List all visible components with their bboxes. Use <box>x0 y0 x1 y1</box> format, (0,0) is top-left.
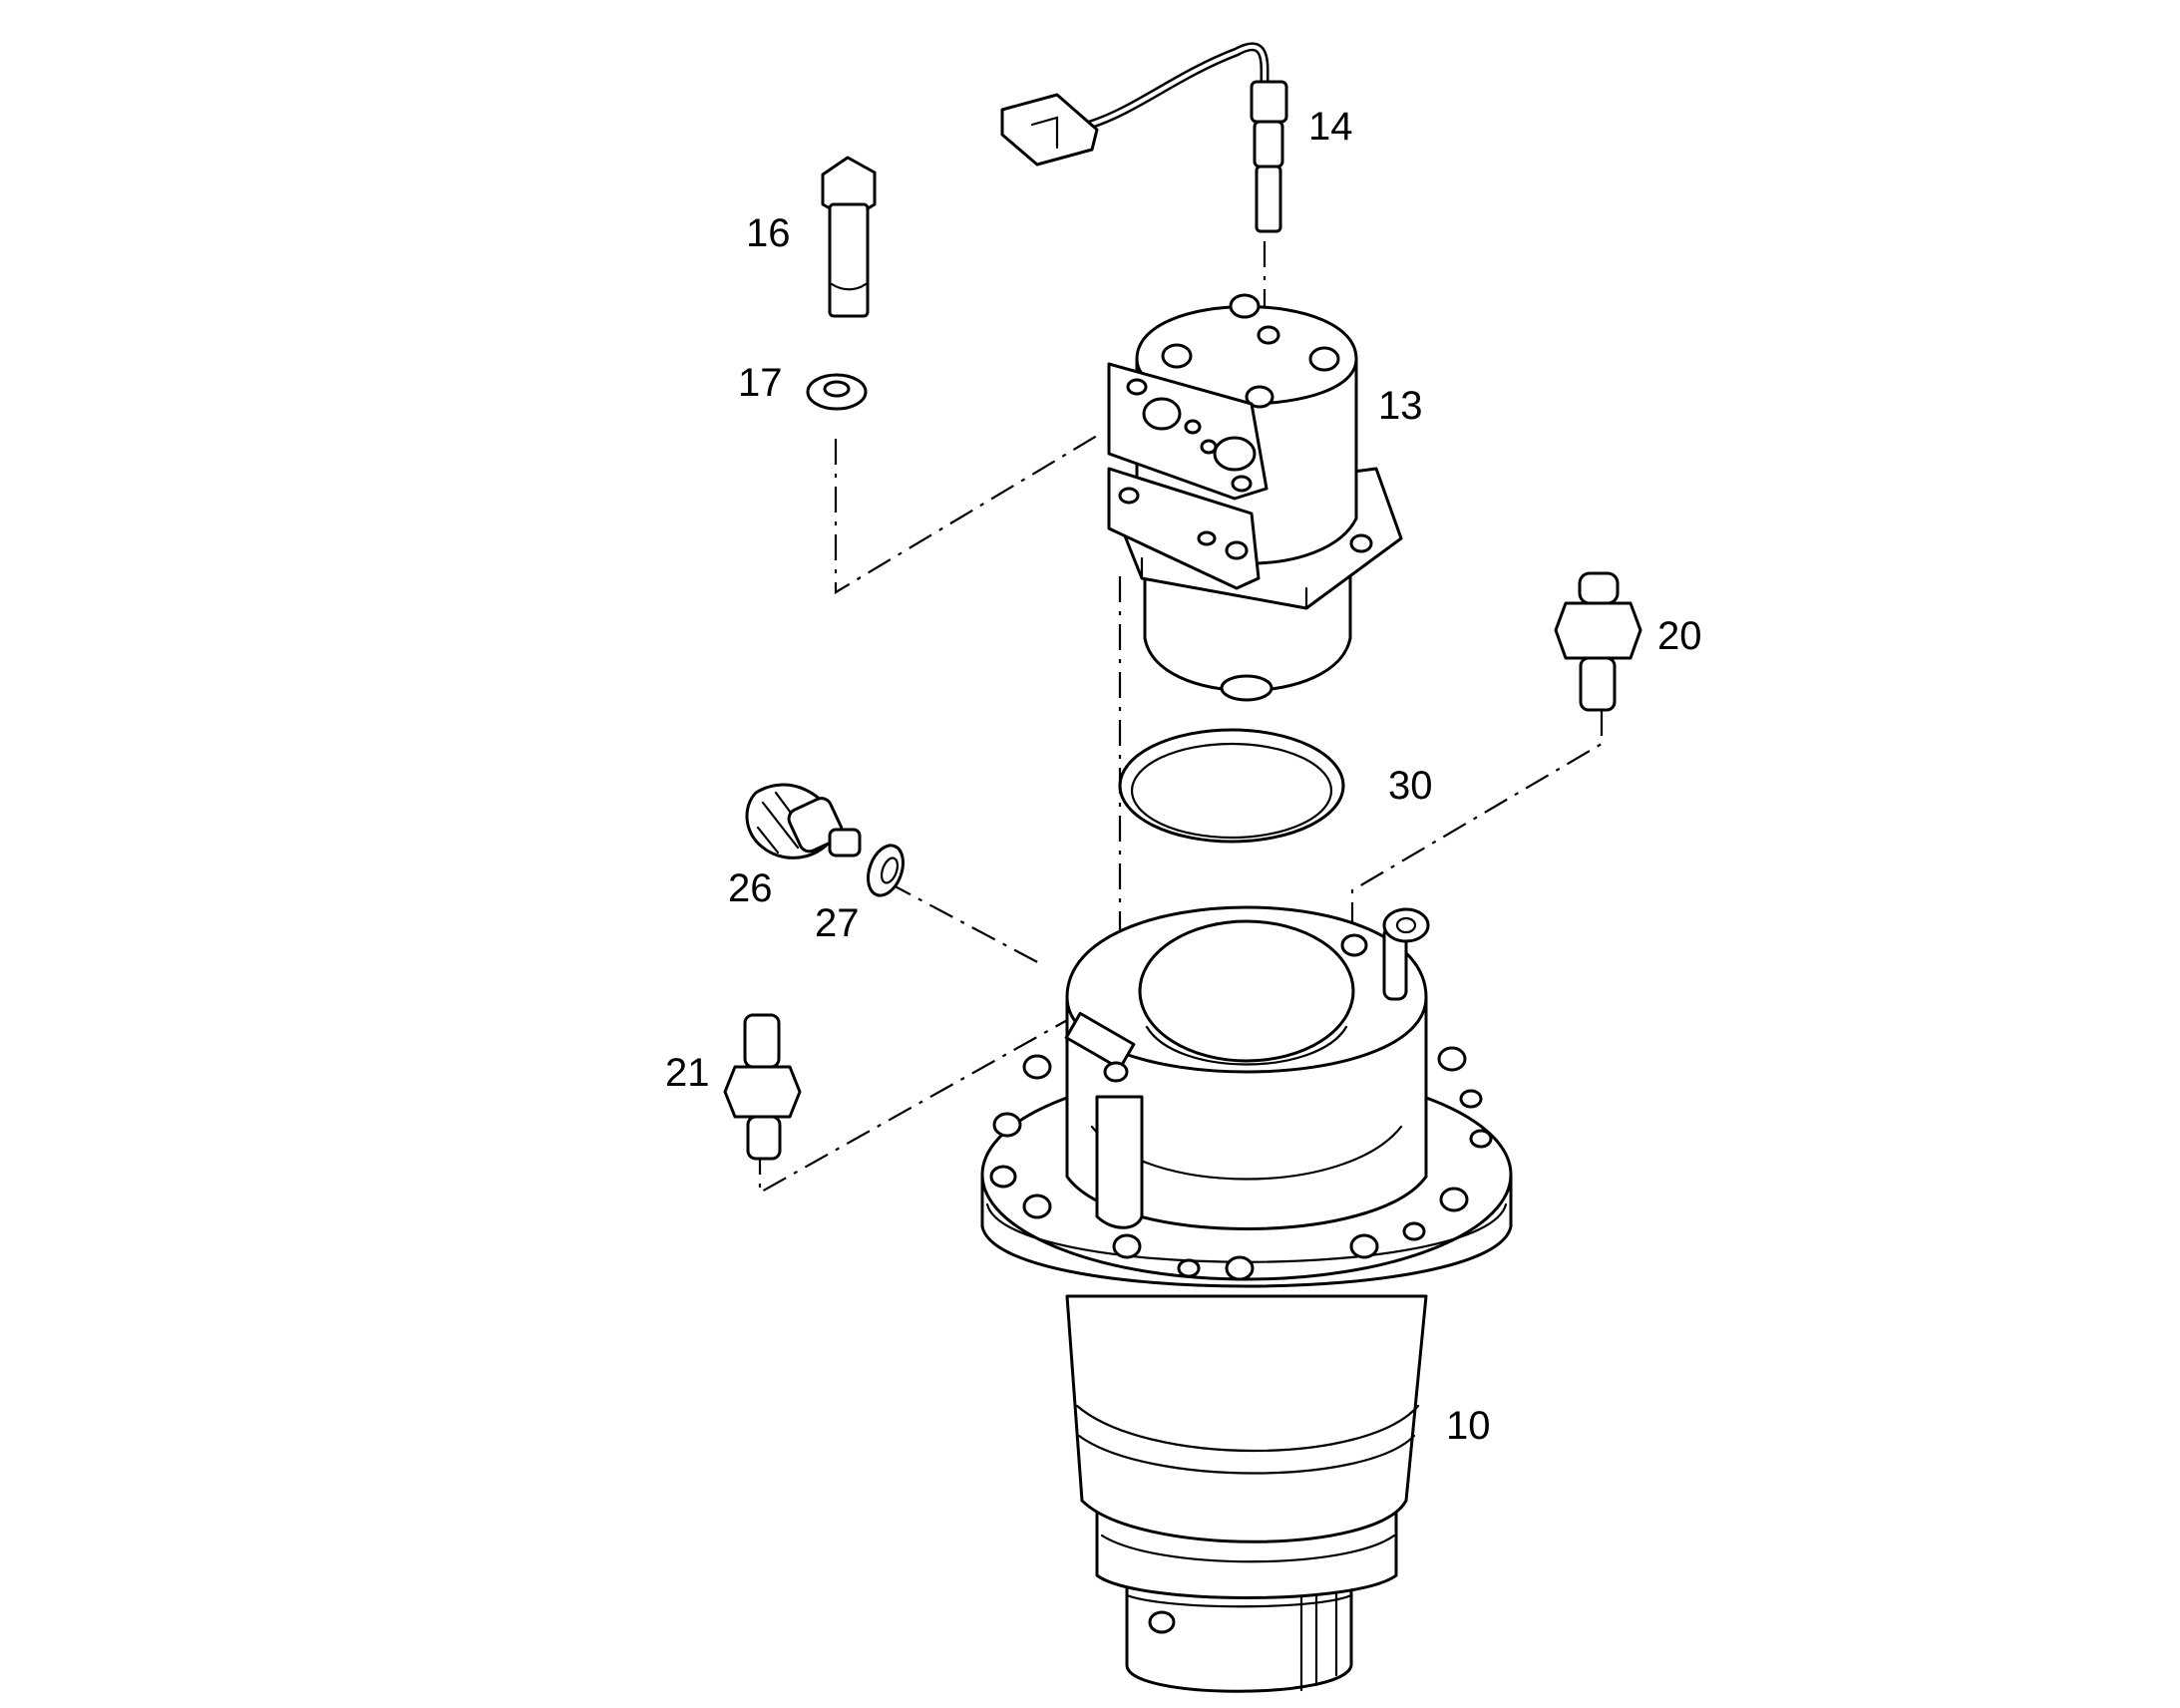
part-10-gearbox-housing <box>980 905 1513 1693</box>
part-27-seal-washer <box>867 844 905 897</box>
part-26-plug <box>745 783 862 859</box>
callout-27: 27 <box>815 901 860 945</box>
callout-labels: 10 13 14 16 17 20 21 26 27 30 <box>665 105 1702 1448</box>
flange-bolts <box>989 933 1493 1281</box>
callout-10: 10 <box>1446 1404 1491 1448</box>
callout-30: 30 <box>1388 764 1433 808</box>
callout-20: 20 <box>1657 614 1702 658</box>
part-20-fitting <box>1554 571 1642 712</box>
part-30-o-ring <box>1118 728 1345 844</box>
part-13-hydraulic-motor <box>1107 293 1403 702</box>
callout-13: 13 <box>1378 384 1423 428</box>
callout-26: 26 <box>728 866 773 910</box>
callout-17: 17 <box>738 361 783 405</box>
part-21-fitting <box>723 1013 802 1161</box>
part-14-speed-sensor <box>1000 42 1288 233</box>
part-16-bolt <box>821 156 877 318</box>
part-17-washer <box>806 373 868 411</box>
callout-14: 14 <box>1308 105 1353 149</box>
callout-16: 16 <box>746 211 791 255</box>
callout-21: 21 <box>665 1051 710 1095</box>
